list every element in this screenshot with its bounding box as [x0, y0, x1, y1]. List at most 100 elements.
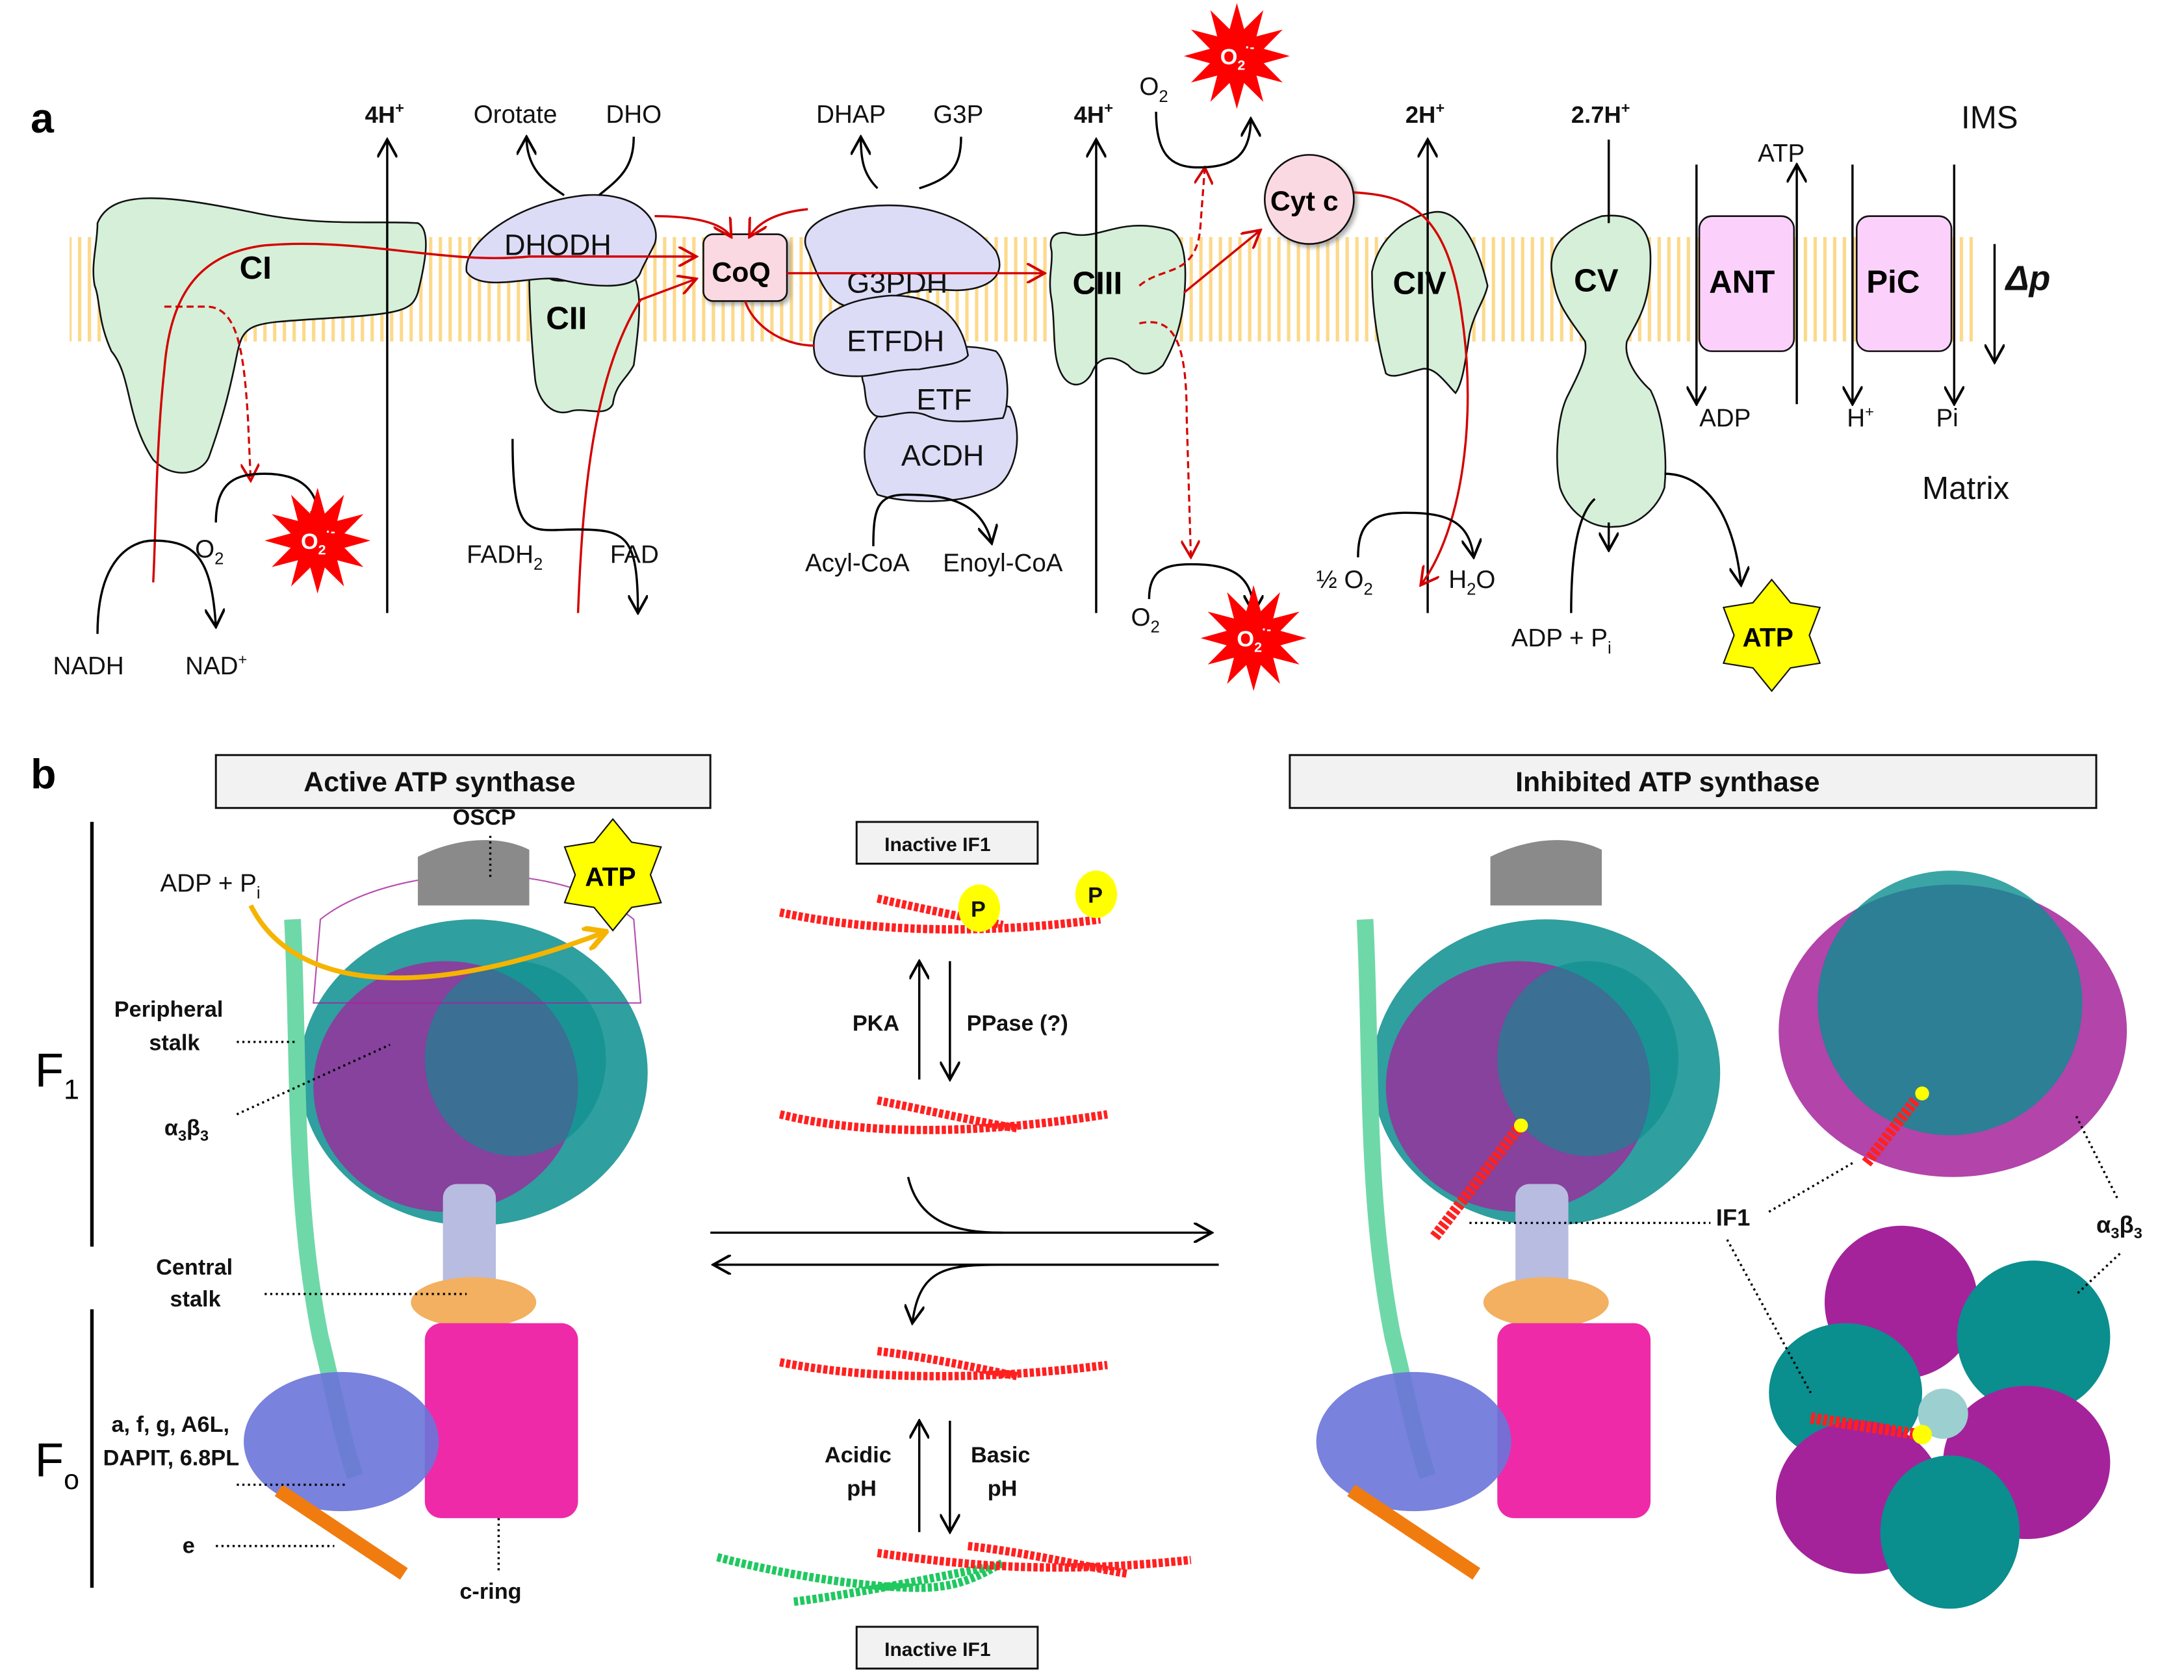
ci-proton-sup: +	[395, 99, 404, 116]
beta-text: β	[186, 1115, 200, 1140]
a3b3-label: α3β3	[164, 1115, 209, 1144]
pka-label: PKA	[853, 1012, 899, 1036]
inactive-if1-bottom-label: Inactive IF1	[884, 1639, 990, 1661]
if1-helix-top	[1810, 1412, 1921, 1440]
h2o-label: H2O	[1448, 566, 1495, 599]
cytc-circle	[1264, 154, 1355, 245]
active-title: Active ATP synthase	[303, 767, 575, 798]
enoyl-coa-label: Enoyl-CoA	[943, 549, 1063, 577]
fadh2-label: FADH2	[467, 541, 543, 574]
phosphate-badge-2	[1075, 871, 1118, 919]
if1-binding-site	[1513, 1118, 1528, 1133]
if1-helix-side	[1862, 1097, 1920, 1167]
if1-tetramer-green-2	[793, 1562, 990, 1606]
beta-sub: 3	[200, 1127, 209, 1144]
f1-side-view	[1779, 871, 2127, 1177]
active-adp-pi-label: ADP + Pi	[161, 869, 261, 902]
delta-p-text: Δp	[2005, 259, 2051, 298]
panel-a: a IMS Matrix Δp CI CII DHODH G	[31, 3, 2051, 693]
central-stalk-orange	[411, 1277, 537, 1328]
fadh2-sub: 2	[533, 555, 543, 574]
ciii-proton-sup: +	[1104, 99, 1113, 116]
g3p-label: G3P	[933, 101, 983, 129]
oscp-label: OSCP	[453, 805, 516, 830]
pic-pi-label: Pi	[1936, 404, 1958, 432]
half-o2-sub: 2	[1364, 581, 1373, 599]
ros-burst-ciii-ims: O2·-	[1183, 3, 1290, 109]
h2o-h: H	[1448, 566, 1467, 594]
e-subunit-label: e	[183, 1533, 195, 1558]
atp-product-star: ATP	[1722, 578, 1821, 693]
phosphate-label-2: P	[1088, 883, 1103, 908]
c-ring	[1497, 1323, 1651, 1518]
complex-i-shape	[92, 197, 427, 474]
electron-flow	[152, 168, 1469, 613]
dhap-label: DHAP	[816, 101, 886, 129]
complex-iv-shape	[1371, 210, 1489, 394]
oscp-subunit	[1490, 840, 1602, 906]
hplus-sup: +	[1865, 403, 1874, 420]
if1-helix-dimer	[779, 1358, 1108, 1381]
ant-atp-label: ATP	[1758, 140, 1805, 168]
adp-pi-sub: i	[1608, 639, 1612, 657]
dho-label: DHO	[606, 101, 662, 129]
atp-star-label: ATP	[585, 862, 636, 892]
g3pdh-reaction: DHAP G3P	[816, 101, 983, 190]
f1-top-view	[1769, 1225, 2111, 1609]
central-stalk	[1515, 1184, 1569, 1303]
inactive-if1-bottom-box	[855, 1625, 1039, 1670]
fo-main: F	[35, 1434, 64, 1487]
alpha-text: α	[2096, 1211, 2111, 1238]
ci-proton-text: 4H	[365, 101, 396, 128]
oscp-subunit	[418, 840, 530, 906]
adp-pi-label: ADP + Pi	[1511, 624, 1612, 657]
bound-if1-helix	[1430, 1125, 1523, 1241]
etfdh-label: ETFDH	[847, 325, 944, 358]
atp-star-icon	[563, 818, 662, 932]
ant-box	[1698, 215, 1795, 352]
a3b3-right-label: α3β3	[2096, 1211, 2142, 1241]
civ-proton-label: 2H+	[1406, 99, 1445, 128]
ros-sup: ·-	[326, 524, 335, 540]
central-axis-top	[1918, 1388, 1968, 1439]
complex-v: CV	[1550, 214, 1667, 528]
coq-label: CoQ	[712, 257, 770, 288]
ant-adp-label: ADP	[1699, 404, 1751, 432]
fo-subunits	[1316, 1371, 1511, 1512]
complex-ii-label: CII	[546, 300, 587, 336]
civ-reaction: ½ O2 H2O	[1317, 511, 1495, 599]
complex-iii-shape	[1049, 225, 1187, 386]
complex-i-label: CI	[240, 250, 272, 286]
ros-sup: ·-	[1262, 622, 1271, 637]
ppase-label: PPase (?)	[967, 1012, 1068, 1036]
cv-proton-text: 2.7H	[1571, 101, 1621, 128]
acdh-shape	[864, 396, 1018, 502]
ros-burst-ci: O2·-	[264, 487, 371, 594]
ciii-ims-ros-reaction: O2	[1139, 73, 1250, 169]
acidic-label-2: pH	[847, 1477, 877, 1501]
if1-helix-phospho	[778, 908, 1101, 934]
alpha-sub: 3	[2111, 1225, 2119, 1241]
o2-sub: 2	[1159, 88, 1168, 106]
peripheral-stalk-label-2: stalk	[149, 1031, 200, 1056]
f1-label: F1	[35, 1044, 79, 1105]
o2-text: O	[1131, 604, 1151, 631]
civ-proton-sup: +	[1435, 99, 1445, 116]
ciii-matrix-o2-label: O2	[1131, 604, 1160, 637]
fo-subunits-label-1: a, f, g, A6L,	[111, 1412, 229, 1437]
hplus-text: H	[1847, 404, 1865, 432]
pic-transporter: PiC H+ Pi	[1847, 164, 1958, 432]
fadh2-text: FADH	[467, 541, 533, 568]
complex-ii-shape	[528, 266, 640, 413]
fo-label: Fo	[35, 1434, 79, 1495]
if1-regulation: Inactive IF1 P P PKA PPase (?) Acidic pH	[710, 821, 1219, 1670]
basic-label-2: pH	[988, 1477, 1018, 1501]
dhodh-reaction: Orotate DHO	[474, 101, 662, 196]
peripheral-stalk-label-1: Peripheral	[114, 997, 224, 1022]
acidic-label-1: Acidic	[825, 1443, 892, 1468]
c-ring-label: c-ring	[459, 1579, 521, 1604]
nadh-label: NADH	[53, 652, 123, 680]
e-subunit	[1347, 1484, 1481, 1580]
superoxide-burst-icon	[264, 487, 371, 594]
cv-proton-sup: +	[1621, 99, 1630, 116]
